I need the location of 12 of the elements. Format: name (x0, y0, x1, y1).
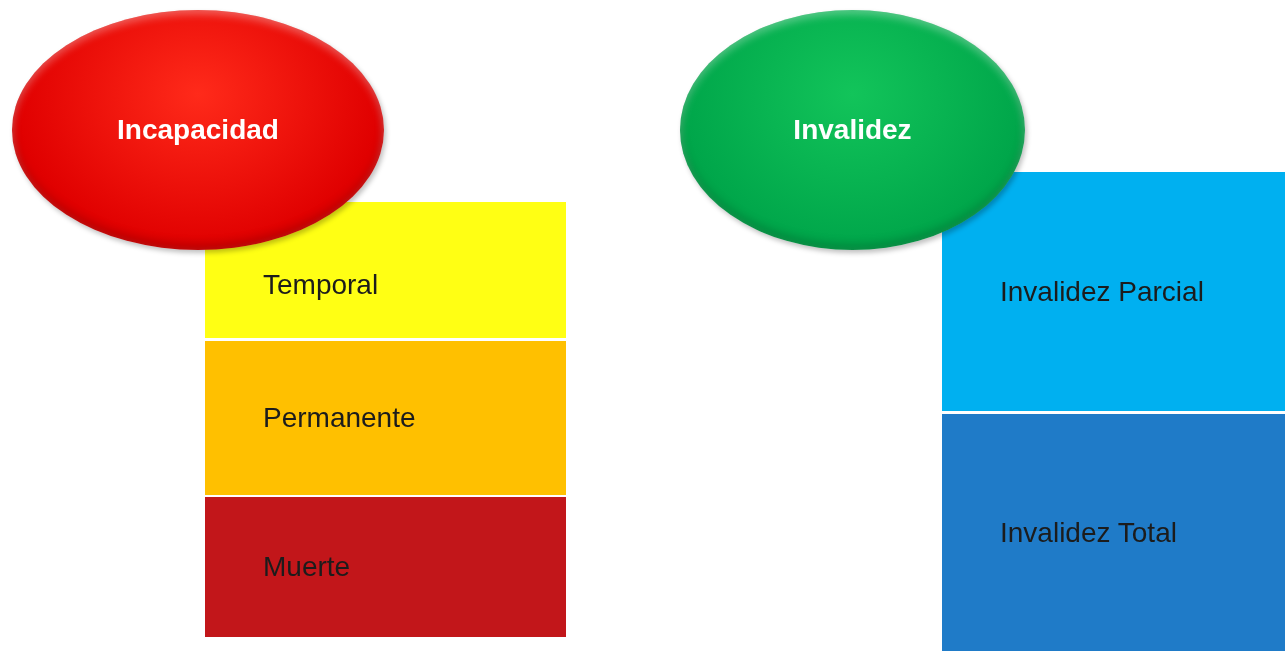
type-block (942, 172, 1285, 411)
type-label: Muerte (263, 551, 351, 583)
type-label: Permanente (263, 402, 416, 434)
category-title: Invalidez (793, 114, 912, 146)
type-label: Temporal (263, 269, 379, 301)
type-block (205, 497, 566, 637)
category-title: Incapacidad (117, 114, 279, 146)
type-label: Invalidez Total (1000, 516, 1177, 549)
type-block (942, 414, 1285, 651)
type-block (205, 202, 566, 338)
type-block (205, 341, 566, 495)
type-label: Invalidez Parcial (1000, 275, 1204, 308)
